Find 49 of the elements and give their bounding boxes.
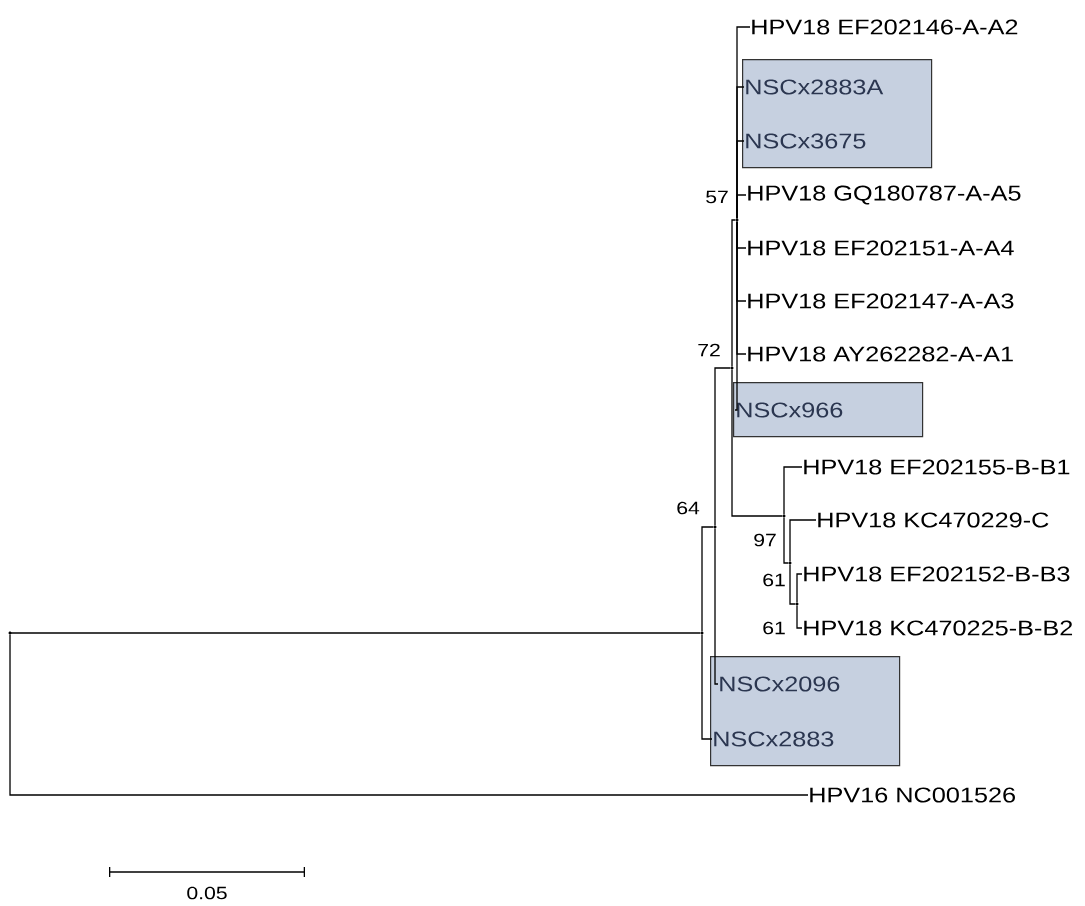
bootstrap-value: 61 [763, 573, 785, 587]
branch-point [713, 525, 717, 529]
branch-point [782, 514, 786, 518]
branch-point [795, 602, 799, 606]
tree-branch [796, 573, 803, 603]
taxon-label: NSCx2883A [746, 79, 884, 95]
taxon-label: HPV18 EF202147-A-A3 [748, 293, 1014, 309]
tree-branch [731, 369, 783, 517]
bootstrap-value: 64 [677, 501, 700, 515]
branch-point [730, 366, 734, 370]
taxon-label: HPV18 KC470225-B-B2 [804, 620, 1073, 636]
taxon-label: NSCx2883 [714, 731, 834, 747]
tree-branch [736, 194, 747, 219]
tree-branch [796, 605, 803, 629]
bootstrap-value: 57 [706, 190, 728, 204]
taxon-label: HPV18 KC470229-C [818, 512, 1049, 528]
tree-branch [714, 528, 719, 685]
tree-branch [783, 517, 789, 564]
branch-point [8, 631, 12, 635]
taxon-label: HPV18 GQ180787-A-A5 [748, 185, 1021, 205]
tree-branch [714, 367, 731, 526]
taxon-label: NSCx2096 [720, 676, 840, 692]
taxon-label: HPV18 EF202151-A-A4 [748, 240, 1014, 256]
branch-point [788, 561, 792, 565]
highlight-box [733, 382, 924, 438]
tree-branch [731, 219, 736, 367]
taxon-label: NSCx966 [737, 402, 843, 418]
bootstrap-value: 97 [754, 533, 776, 547]
branch-point [735, 218, 739, 222]
tree-branch [9, 634, 809, 796]
taxon-label: HPV18 EF202146-A-A2 [752, 19, 1018, 35]
tree-branch [9, 632, 701, 634]
taxon-label: HPV18 EF202152-B-B3 [804, 566, 1070, 582]
taxon-label: HPV18 EF202155-B-B1 [804, 459, 1070, 475]
tree-branch [789, 564, 796, 605]
bootstrap-value: 72 [698, 343, 720, 357]
highlight-box [710, 656, 901, 767]
taxon-label: NSCx3675 [746, 133, 866, 149]
branch-point [700, 631, 704, 635]
scale-label: 0.05 [187, 886, 227, 900]
highlight-box [742, 59, 933, 169]
tree-branch [734, 221, 738, 411]
tree-branch [783, 466, 803, 515]
bootstrap-value: 61 [763, 621, 785, 635]
tree-branch [789, 519, 817, 562]
taxon-label: HPV16 NC001526 [810, 787, 1015, 803]
tree-branch [701, 526, 714, 632]
tree-branch [701, 634, 713, 740]
taxon-label: HPV18 AY262282-A-A1 [748, 346, 1013, 362]
